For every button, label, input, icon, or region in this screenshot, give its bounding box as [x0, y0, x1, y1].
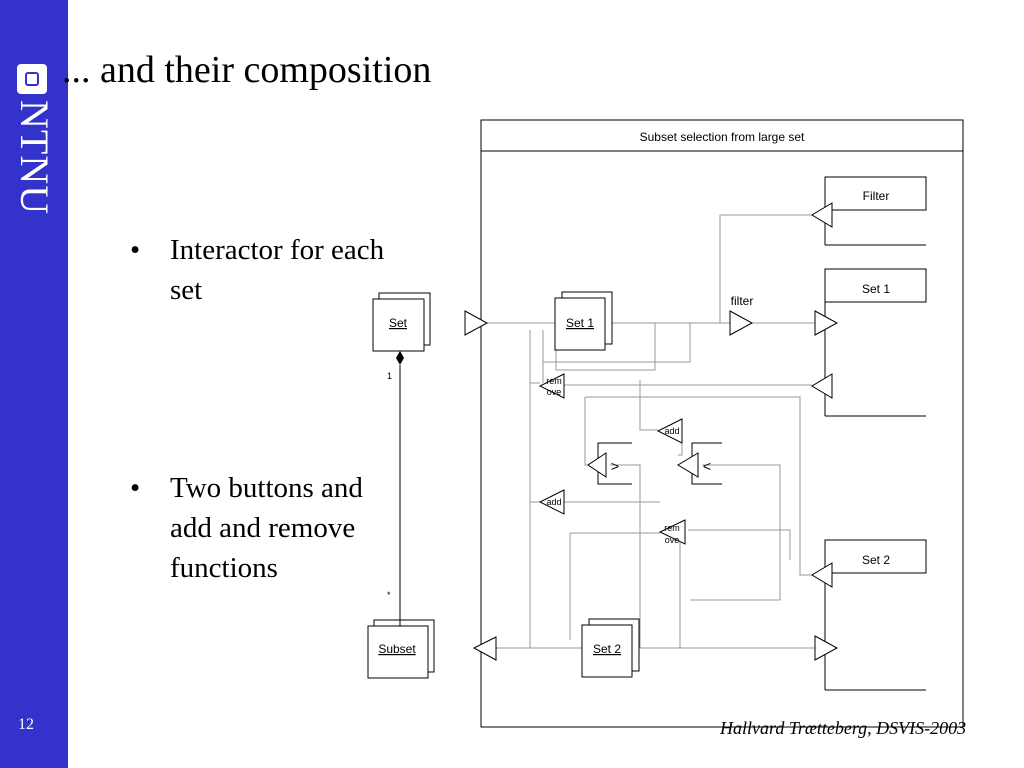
button-right: >: [587, 442, 632, 485]
frame-title: Subset selection from large set: [640, 130, 805, 144]
set1-output-gate-icon: [814, 310, 839, 336]
remove-top-label-1: rem: [546, 376, 562, 386]
inner-set1-label: Set 1: [566, 316, 594, 330]
remove-bottom-function-icon: [658, 519, 686, 545]
button-left: <: [677, 442, 722, 485]
set1-input-gate-icon: [811, 373, 833, 399]
add-top-label: add: [664, 426, 679, 436]
bullet-icon: •: [130, 472, 141, 504]
class-subset: Subset: [367, 619, 435, 679]
filter-function-icon: [729, 310, 754, 336]
remove-bottom-label-2: ove: [665, 535, 680, 545]
sidebar: NTNU 12: [0, 0, 68, 768]
class-set-label: Set: [389, 316, 408, 330]
bullet-text: Interactor for each set: [170, 234, 385, 306]
class-subset-label: Subset: [378, 642, 416, 656]
set-gate-icon: [464, 310, 489, 336]
set2-input-gate-icon: [811, 562, 833, 588]
set2-output-gate-icon: [814, 635, 839, 661]
ntnu-logo-icon: [17, 64, 47, 94]
remove-top-label-2: ove: [547, 387, 562, 397]
page-number: 12: [18, 716, 34, 733]
remove-bottom-label-1: rem: [664, 523, 680, 533]
inner-set1: Set 1: [554, 291, 613, 351]
add-top-function-icon: [656, 418, 683, 444]
gate-set2-label: Set 2: [862, 553, 890, 567]
gate-filter-label: Filter: [863, 189, 890, 203]
button-left-gate-icon: [677, 452, 699, 478]
interactor-frame: [480, 119, 964, 728]
bullet-icon: •: [130, 234, 141, 266]
filter-function-label: filter: [731, 294, 754, 308]
gate-set2: Set 2: [811, 539, 927, 691]
inner-set2: Set 2: [581, 618, 640, 678]
inner-set2-label: Set 2: [593, 642, 621, 656]
button-right-label: >: [611, 458, 619, 474]
composition-diamond-icon: [396, 351, 404, 365]
slide-title: ... and their composition: [62, 49, 432, 91]
remove-top-function-icon: [538, 373, 565, 399]
subset-gate-icon: [472, 636, 497, 661]
gate-filter: Filter: [811, 176, 927, 246]
gate-set1: Set 1: [811, 268, 927, 417]
brand-text: NTNU: [12, 100, 57, 216]
connection-wires: [487, 214, 815, 649]
bullet-text: Two buttons and add and remove functions: [170, 472, 363, 584]
multiplicity-top: 1: [387, 371, 392, 381]
filter-input-gate-icon: [811, 202, 833, 228]
gate-set1-label: Set 1: [862, 282, 890, 296]
footer-author: Hallvard Trætteberg, DSVIS-2003: [720, 718, 967, 738]
button-left-label: <: [703, 458, 711, 474]
add-bottom-label: add: [546, 497, 561, 507]
add-bottom-function-icon: [538, 489, 565, 515]
class-set: Set: [372, 292, 431, 352]
button-right-gate-icon: [587, 452, 607, 478]
multiplicity-bottom: *: [387, 590, 391, 600]
